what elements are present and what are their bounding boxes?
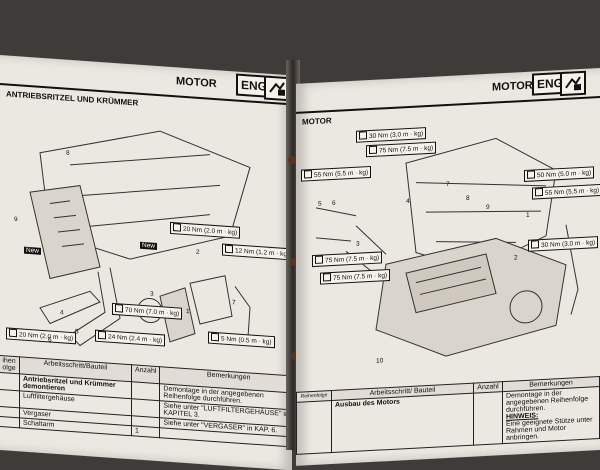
torque-wrench-icon [359,131,367,140]
left-col-order-bottom: olge [2,364,16,373]
right-torque-5: 55 Nm (5.5 m · kg) [532,183,600,200]
right-torque-4-text: 50 Nm (5.0 m · kg) [537,169,592,180]
new-tag-1: New [140,241,158,250]
part-number: 2 [514,254,518,262]
part-number: 7 [446,180,450,189]
right-torque-3-text: 55 Nm (5.5 m · kg) [314,169,369,179]
right-chapter-title: MOTOR [492,79,533,94]
binding-hole [290,258,298,266]
part-number: 8 [66,149,70,157]
torque-wrench-icon [115,304,123,313]
new-tag-2: New [24,246,42,255]
torque-wrench-icon [535,187,543,197]
left-row-count [131,398,160,418]
right-section-title: MOTOR [302,116,332,127]
right-torque-5-text: 55 Nm (5.5 m · kg) [545,187,600,197]
right-torque-8-text: 75 Nm (7.5 m · kg) [333,272,388,282]
torque-wrench-icon [304,170,312,179]
hint-text: Eine geeignete Stütze unter Rahmen und M… [506,416,593,442]
right-row-note-text: Demontage in der angegebenen Reihenfolge… [506,390,589,414]
torque-wrench-icon [323,273,331,282]
right-row-note: Demontage in der angegebenen Reihenfolge… [502,386,600,444]
part-number: 7 [232,299,236,307]
left-page: MOTOR ENG ANTRIEBSRITZEL UND KRÜMMER 20 … [0,55,292,470]
right-page: MOTOR ENG MOTOR 30 Nm (3.0 m · kg) 75 Nm… [296,68,600,466]
left-torque-3-text: 70 Nm (7.0 m · kg) [125,306,180,318]
torque-wrench-icon [315,255,323,264]
part-number: 4 [60,309,64,317]
right-torque-7-text: 75 Nm (7.5 m · kg) [325,254,380,265]
torque-wrench-icon [527,170,535,179]
part-number: 2 [196,248,200,256]
engine-icon [560,70,586,97]
part-number: 8 [466,194,470,203]
right-parts-table: Reihenfolge Arbeitsschritt/ Bauteil Anza… [296,376,600,455]
left-col-count: Anzahl [131,364,160,384]
part-number: 1 [186,308,190,316]
torque-wrench-icon [9,328,17,338]
binding-hole [288,156,296,164]
engine-icon [264,75,290,102]
left-torque-5-text: 5 Nm (0.5 m · kg) [221,335,272,346]
torque-wrench-icon [531,240,539,249]
part-number: 3 [150,290,154,298]
torque-wrench-icon [98,330,106,340]
engine-removal-diagram [316,137,579,357]
part-number: 9 [486,203,490,211]
part-number: 3 [356,240,360,248]
left-torque-6-text: 20 Nm (2.0 m · kg) [19,331,74,343]
torque-wrench-icon [369,145,377,155]
part-number: 9 [14,215,18,224]
right-row-step: Ausbau des Motors [331,393,474,453]
left-row-count: 1 [131,425,160,438]
part-number: 4 [406,197,410,206]
right-torque-6-text: 30 Nm (3.0 m · kg) [541,239,596,250]
left-row-count [131,381,160,401]
binding-hole [291,352,299,360]
right-torque-6: 30 Nm (3.0 m · kg) [528,236,599,252]
left-torque-2-text: 12 Nm (1.2 m · kg) [235,247,290,259]
torque-wrench-icon [225,244,233,254]
part-number: 6 [332,199,336,208]
part-number: 5 [75,328,79,336]
torque-wrench-icon [211,332,219,342]
part-number: 1 [526,211,530,219]
left-torque-4-text: 24 Nm (2.4 m · kg) [108,333,163,345]
right-torque-2-text: 75 Nm (7.5 m · kg) [379,144,434,155]
part-number: 6 [48,336,52,344]
left-chapter-title: MOTOR [176,75,217,91]
right-header-rule [296,96,600,114]
part-number: 10 [376,357,384,365]
left-torque-1-text: 20 Nm (2.0 m · kg) [183,225,238,237]
right-torque-1-text: 30 Nm (3.0 m · kg) [369,130,424,141]
part-number: 5 [318,200,322,208]
torque-wrench-icon [173,223,181,232]
